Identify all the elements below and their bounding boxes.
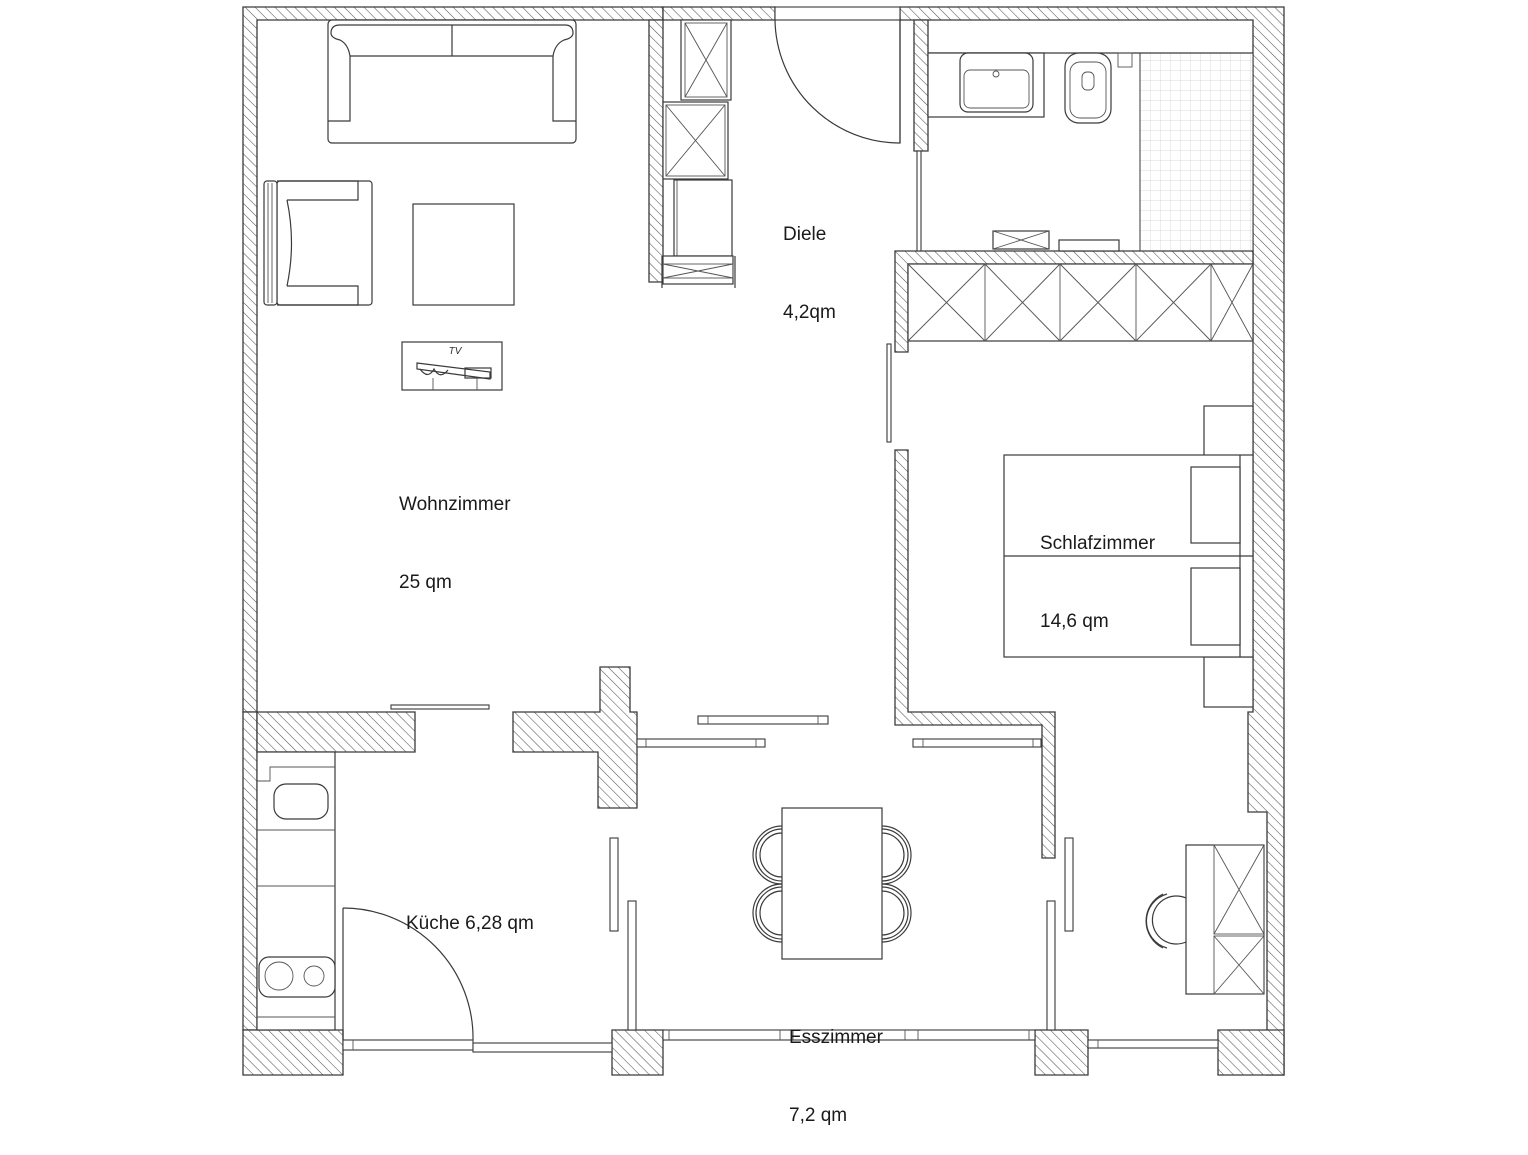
interior-walls [256, 19, 1254, 859]
room-area: 14,6 qm [1040, 611, 1109, 632]
room-area: 25 qm [399, 572, 452, 593]
entrance-door [774, 19, 901, 144]
room-name: Küche 6,28 qm [406, 913, 534, 934]
room-name: Wohnzimmer [399, 494, 511, 515]
nightstand-icon [1203, 405, 1254, 457]
room-label-esszimmer: Esszimmer 7,2 qm [789, 973, 883, 1155]
room-area: 7,2 qm [789, 1105, 848, 1126]
exterior-walls [242, 6, 1285, 1076]
washing-machine-icon [992, 230, 1050, 250]
kitchen-sink-icon [273, 783, 329, 820]
shower-tiles [1139, 52, 1254, 252]
sink-icon [927, 52, 1045, 118]
room-label-schlafzimmer: Schlafzimmer 14,6 qm [1040, 479, 1155, 661]
living-room-furniture: TV [263, 19, 577, 391]
room-label-wohnzimmer: Wohnzimmer 25 qm [399, 440, 511, 622]
room-label-diele: Diele 4,2qm [783, 170, 836, 352]
room-name: Esszimmer [789, 1027, 883, 1048]
room-area: 4,2qm [783, 302, 836, 323]
floor-plan: TV [242, 6, 1285, 1076]
toilet-icon [1064, 52, 1133, 124]
armchair-icon [263, 180, 373, 306]
dining-table-icon [752, 807, 912, 960]
kitchen-furniture [256, 751, 336, 1031]
kitchen-door [342, 907, 474, 1041]
bathroom [927, 52, 1254, 252]
room-name: Diele [783, 224, 827, 245]
desk-icon [1145, 844, 1265, 995]
sofa-icon [327, 19, 577, 144]
bedroom-wardrobe-icon [907, 263, 1254, 342]
hallway-wardrobe [661, 19, 736, 288]
doors [342, 19, 901, 1041]
coffee-table-icon [412, 203, 515, 306]
chair-icon [752, 825, 912, 943]
room-label-kueche: Küche 6,28 qm [406, 859, 534, 963]
stove-icon [258, 956, 336, 998]
double-bed-icon [1003, 454, 1254, 658]
nightstand-icon [1203, 656, 1254, 708]
room-name: Schlafzimmer [1040, 533, 1156, 554]
bedroom-furniture [907, 263, 1265, 995]
tv-label: TV [449, 346, 463, 357]
tv-icon: TV [401, 341, 503, 391]
windows [342, 6, 1219, 1053]
bath-mat [1058, 239, 1120, 252]
